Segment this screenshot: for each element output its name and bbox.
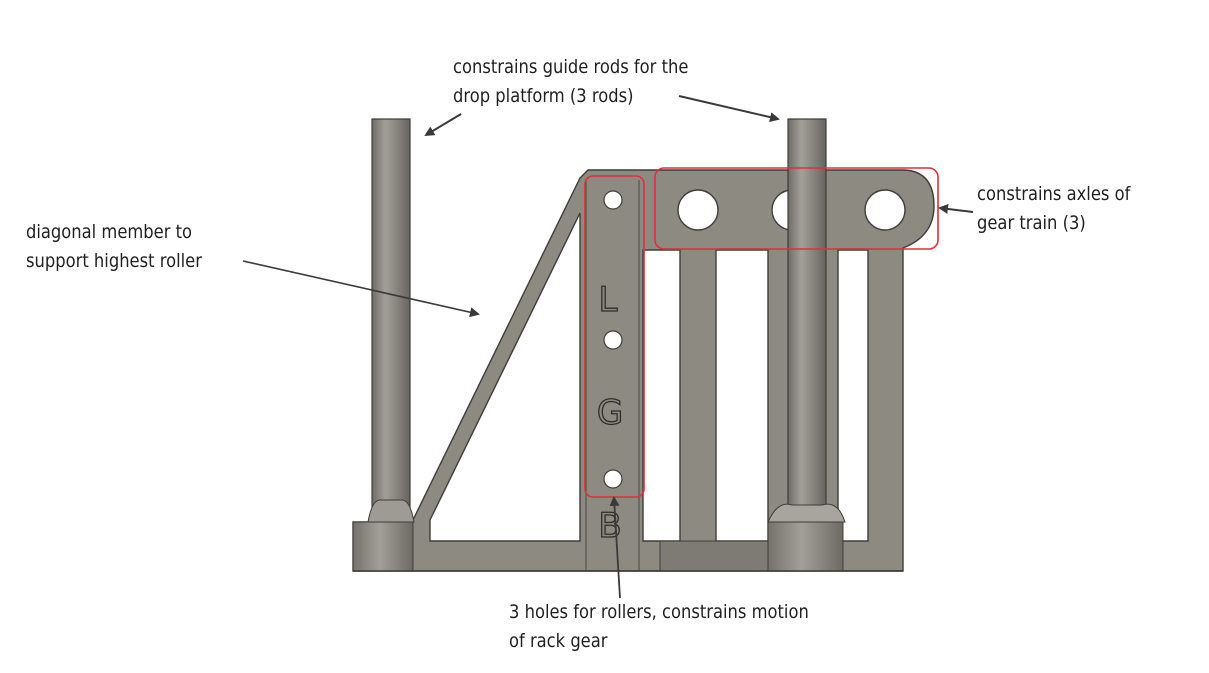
arrow-gear-axles: [938, 203, 974, 214]
annotation-gear-axles: constrains axles of gear train (3): [977, 180, 1130, 238]
annotation-guide-rods: constrains guide rods for the drop platf…: [453, 53, 688, 111]
roller-hole-top: [603, 190, 623, 210]
roller-hole-middle: [603, 330, 623, 350]
base-block: [659, 540, 771, 572]
engraved-letter-l: L: [599, 280, 618, 320]
highlight-gear-axles: [654, 167, 939, 250]
annotation-line: drop platform (3 rods): [453, 85, 634, 107]
guide-rod-right-boss: [767, 521, 844, 572]
annotation-line: gear train (3): [977, 212, 1086, 234]
guide-rod-right: [787, 118, 827, 512]
annotation-line: support highest roller: [26, 250, 202, 272]
arrow-guide-rod-right: [678, 95, 780, 123]
arrow-roller-holes: [609, 496, 621, 599]
roller-hole-bottom: [603, 469, 623, 489]
axle-hole-1: [677, 189, 719, 231]
annotation-line: diagonal member to: [26, 221, 193, 243]
annotation-line: 3 holes for rollers, constrains motion: [509, 601, 809, 623]
arrow-guide-rod-left: [424, 113, 462, 137]
annotation-line: constrains guide rods for the: [453, 56, 689, 78]
annotation-diagonal-member: diagonal member to support highest rolle…: [26, 218, 202, 276]
engraved-letter-b: B: [598, 506, 621, 546]
annotation-roller-holes: 3 holes for rollers, constrains motion o…: [509, 598, 809, 656]
annotation-line: of rack gear: [509, 630, 608, 652]
left-boss: [352, 521, 414, 572]
engraved-letter-g: G: [597, 393, 623, 433]
guide-rod-right-fillet: [767, 503, 846, 523]
guide-rod-left-fillet: [367, 499, 415, 523]
annotation-line: constrains axles of: [977, 183, 1131, 205]
axle-hole-3: [864, 189, 906, 231]
guide-rod-left: [371, 118, 411, 520]
arrow-diagonal-member: [242, 260, 480, 318]
